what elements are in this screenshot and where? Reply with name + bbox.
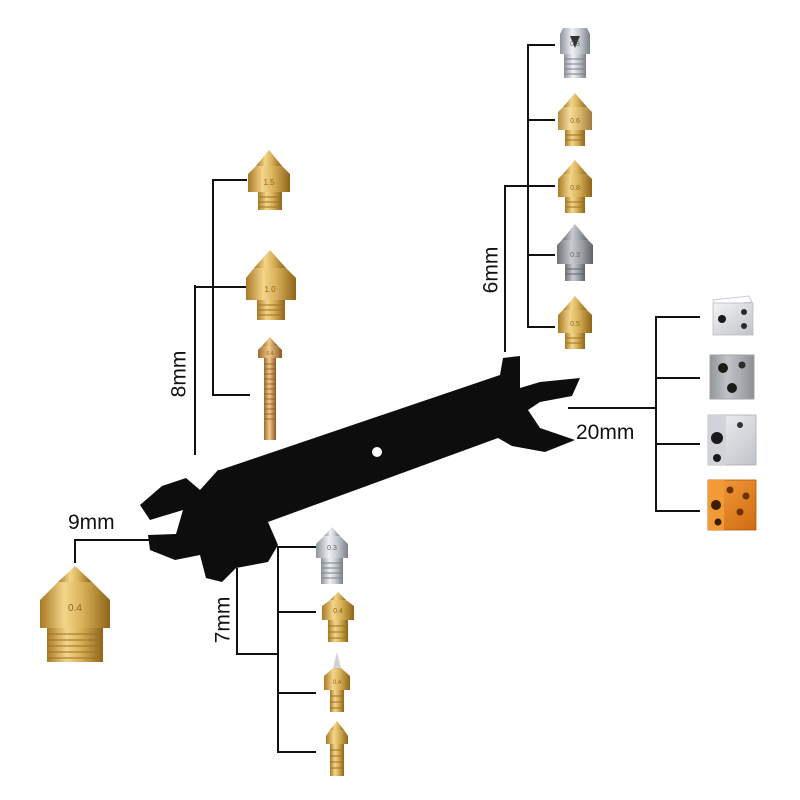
nozzle-7mm-2: 0.4 [322, 592, 354, 642]
nozzle-size-label: 0.6 [570, 118, 580, 125]
nozzle-size-label: 0.4 [333, 608, 343, 615]
nozzle-6mm-3: 0.8 [558, 160, 592, 213]
label-6mm: 6mm [479, 246, 503, 294]
label-7mm: 7mm [211, 596, 235, 644]
heater-block-4 [707, 479, 757, 531]
nozzle-size-label: 0.8 [570, 185, 580, 192]
nozzle-7mm-1: 0.3 [316, 527, 348, 584]
connector-lines [74, 44, 700, 753]
nozzle-6mm-1: 0.3 [560, 28, 590, 78]
label-9mm: 9mm [68, 511, 115, 534]
nozzle-7mm-4 [326, 721, 348, 776]
wrench-hole [372, 447, 382, 457]
nozzle-size-label: 0.3 [570, 252, 580, 259]
label-20mm: 20mm [576, 421, 635, 444]
nozzle-size-label: 0.3 [570, 41, 580, 48]
wrench [140, 356, 580, 582]
nozzle-7mm-3: 0.4 [324, 652, 350, 712]
nozzle-size-label: 0.4 [68, 603, 82, 614]
nozzle-6mm-2: 0.6 [558, 93, 592, 146]
nozzle-size-label: 0.4 [333, 680, 342, 686]
nozzle-6mm-5: 0.5 [558, 296, 592, 349]
nozzle-9mm: 0.4 [40, 566, 110, 662]
nozzle-8mm-1: 1.5 [248, 150, 290, 210]
nozzle-8mm-2: 1.0 [246, 250, 296, 320]
label-8mm: 8mm [167, 350, 191, 398]
nozzle-size-label: 0.3 [327, 545, 337, 552]
heater-block-3 [707, 414, 757, 466]
nozzle-size-label: 0.5 [570, 321, 580, 328]
nozzle-size-label: 1.0 [264, 285, 276, 294]
heater-block-2 [709, 354, 755, 400]
nozzle-size-label: 1.5 [263, 178, 275, 187]
nozzle-8mm-long: 0.4 [258, 337, 282, 440]
heater-block-1 [712, 295, 754, 336]
nozzle-size-label: 0.4 [267, 351, 274, 357]
nozzle-6mm-4: 0.3 [557, 224, 593, 281]
